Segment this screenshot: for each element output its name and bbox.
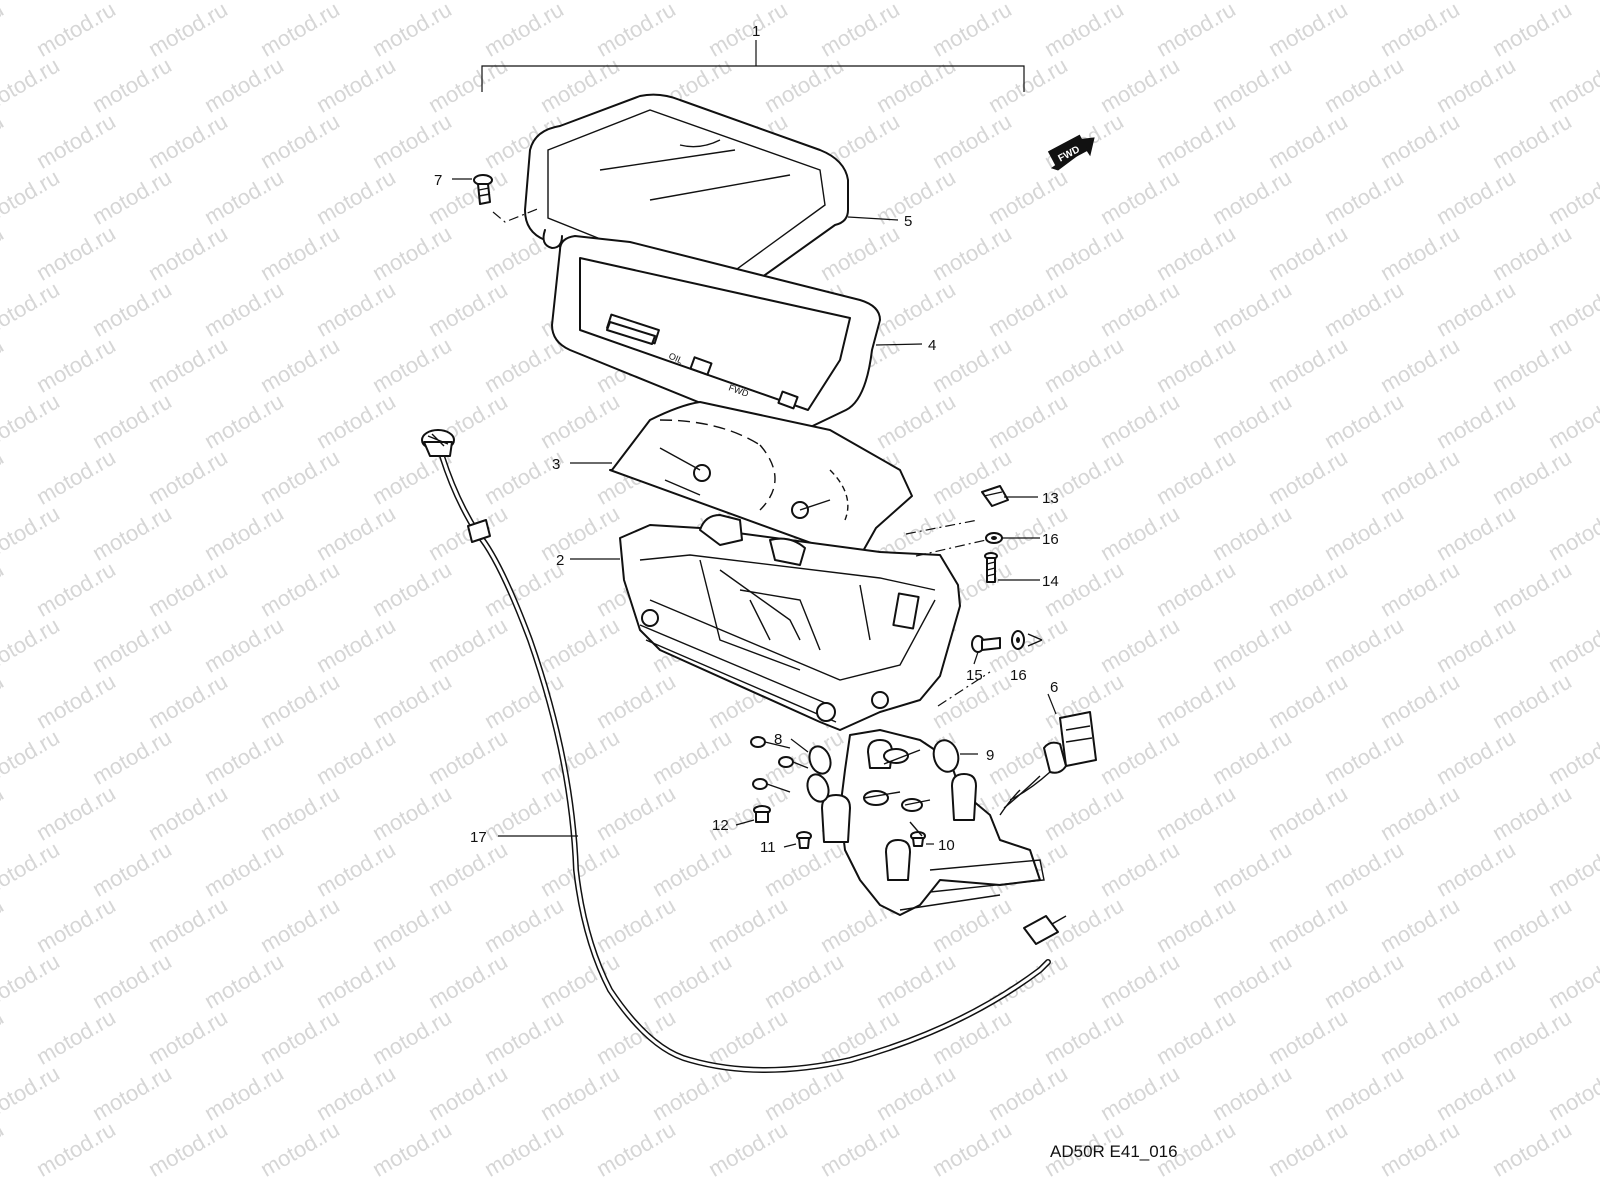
cover-screw [473, 174, 541, 223]
terminal-bolt [753, 805, 771, 823]
bulb-lens [750, 736, 832, 803]
figure-code: AD50R E41_016 [1050, 1142, 1178, 1161]
callout-4: 4 [928, 337, 936, 354]
callout-17: 17 [470, 829, 487, 846]
callout-9: 9 [986, 747, 994, 764]
meter-panel: OIL FWD [551, 235, 881, 436]
callout-14: 14 [1042, 573, 1059, 590]
callout-7: 7 [434, 172, 442, 189]
speedometer-cable [421, 429, 1067, 1073]
leader-lines [452, 178, 1057, 848]
mount-screw [984, 552, 998, 583]
mount-line-upper [905, 519, 979, 535]
callout-2: 2 [556, 552, 564, 569]
callout-numbers: 1 2 3 4 5 6 7 8 9 10 11 12 13 14 15 16 1… [434, 23, 1059, 856]
wiring-connector [1003, 711, 1097, 809]
callout-6: 6 [1050, 679, 1058, 696]
callout-3: 3 [552, 456, 560, 473]
callout-15: 15 [966, 667, 983, 684]
callout-12: 12 [712, 817, 729, 834]
bulb-lens-right [932, 739, 960, 773]
callout-16-lower: 16 [1010, 667, 1027, 684]
socket-screw [909, 821, 926, 847]
callout-11: 11 [760, 839, 776, 856]
callout-1: 1 [752, 23, 760, 40]
callout-16-upper: 16 [1042, 531, 1059, 548]
callout-13: 13 [1042, 490, 1059, 507]
callout-5: 5 [904, 213, 912, 230]
callout-8: 8 [774, 731, 782, 748]
forward-arrow-icon: FWD [1047, 134, 1095, 171]
assembly-bracket [481, 40, 1025, 92]
mount-bolt [971, 635, 1001, 653]
terminal-screw [796, 831, 812, 849]
bulb-socket-harness [821, 729, 1045, 916]
washer-lower [1011, 630, 1043, 650]
callout-10: 10 [938, 837, 955, 854]
clip-nut [981, 485, 1009, 507]
meter-case [619, 514, 961, 731]
meter-plate [609, 401, 913, 561]
mount-line-lower [915, 539, 987, 557]
washer-upper [985, 532, 1003, 544]
